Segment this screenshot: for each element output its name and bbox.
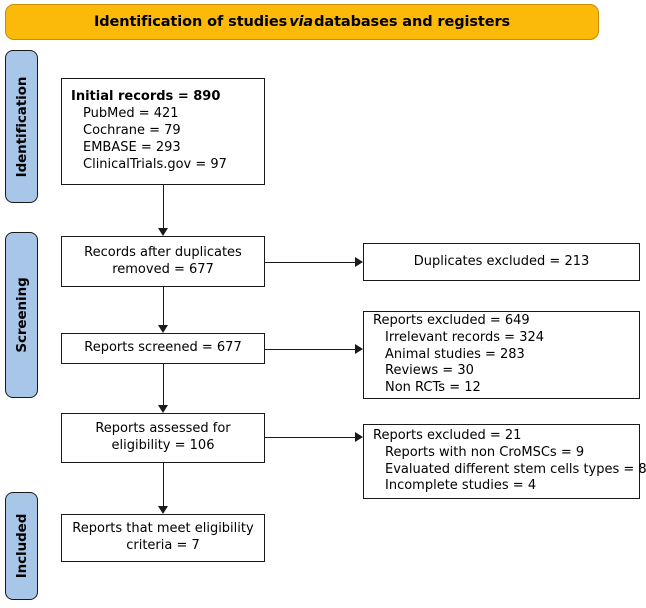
arrow-assessed-to-included (158, 506, 168, 514)
reports-included-line2: criteria = 7 (126, 538, 200, 553)
initial-records-source-embase: EMBASE = 293 (83, 139, 181, 155)
connector-initial-to-duplicates (163, 185, 164, 228)
connector-duplicates-to-excluded (265, 262, 355, 263)
arrow-assessed-to-excluded (355, 432, 363, 442)
initial-records-title: Initial records = 890 (71, 89, 221, 105)
screening-excluded-reason-reviews: Reviews = 30 (385, 363, 474, 379)
box-reports-included: Reports that meet eligibility criteria =… (61, 514, 265, 562)
connector-duplicates-to-screened (163, 287, 164, 325)
stage-sidebar-included: Included (5, 492, 38, 600)
connector-assessed-to-included (163, 463, 164, 506)
eligibility-excluded-reason-incomplete: Incomplete studies = 4 (385, 478, 537, 494)
eligibility-excluded-reason-cromscs: Reports with non CroMSCs = 9 (385, 444, 585, 460)
screening-excluded-title: Reports excluded = 649 (373, 312, 530, 328)
diagram-title-text-part2: databases and registers (314, 14, 511, 30)
arrow-screened-to-assessed (158, 405, 168, 413)
connector-screened-to-assessed (163, 364, 164, 405)
box-reports-assessed-eligibility: Reports assessed for eligibility = 106 (61, 413, 265, 463)
connector-assessed-to-excluded (265, 437, 355, 438)
stage-label-identification: Identification (13, 76, 30, 177)
stage-label-screening: Screening (13, 277, 30, 353)
reports-screened-line1: Reports screened = 677 (84, 340, 242, 356)
box-reports-screened: Reports screened = 677 (61, 333, 265, 364)
screening-excluded-reason-nonrct: Non RCTs = 12 (385, 380, 481, 396)
arrow-initial-to-duplicates (158, 228, 168, 236)
diagram-title-text-part1: Identification of studies (93, 14, 288, 30)
box-initial-records: Initial records = 890 PubMed = 421 Cochr… (61, 78, 265, 185)
stage-sidebar-screening: Screening (5, 232, 38, 398)
records-after-duplicates-line2: removed = 677 (112, 261, 214, 277)
reports-assessed-line1: Reports assessed for (95, 421, 231, 437)
connector-screened-to-excluded (265, 349, 355, 350)
arrow-screened-to-excluded (355, 344, 363, 354)
box-reports-excluded-eligibility: Reports excluded = 21 Reports with non C… (363, 424, 646, 499)
diagram-title-text-italic: via (289, 14, 314, 30)
screening-excluded-reason-irrelevant: Irrelevant records = 324 (385, 329, 545, 345)
screening-excluded-reason-animal: Animal studies = 283 (385, 346, 525, 362)
initial-records-source-clinicaltrials: ClinicalTrials.gov = 97 (83, 156, 227, 172)
initial-records-source-pubmed: PubMed = 421 (83, 106, 179, 122)
duplicates-excluded-title: Duplicates excluded = 213 (413, 253, 590, 269)
arrow-duplicates-to-screened (158, 325, 168, 333)
reports-included-line1: Reports that meet eligibility (72, 521, 254, 537)
box-duplicates-excluded: Duplicates excluded = 213 (363, 243, 640, 281)
diagram-title-banner: Identification of studies via databases … (5, 4, 599, 40)
stage-label-included: Included (13, 513, 30, 579)
eligibility-excluded-title: Reports excluded = 21 (373, 427, 522, 443)
initial-records-source-cochrane: Cochrane = 79 (83, 123, 181, 139)
box-records-after-duplicates: Records after duplicates removed = 677 (61, 236, 265, 287)
arrow-duplicates-to-excluded (355, 257, 363, 267)
records-after-duplicates-line1: Records after duplicates (84, 244, 242, 260)
box-reports-excluded-screening: Reports excluded = 649 Irrelevant record… (363, 311, 640, 399)
reports-assessed-line2: eligibility = 106 (111, 438, 215, 453)
stage-sidebar-identification: Identification (5, 50, 38, 203)
eligibility-excluded-reason-stemcells: Evaluated different stem cells types = 8 (385, 461, 646, 477)
